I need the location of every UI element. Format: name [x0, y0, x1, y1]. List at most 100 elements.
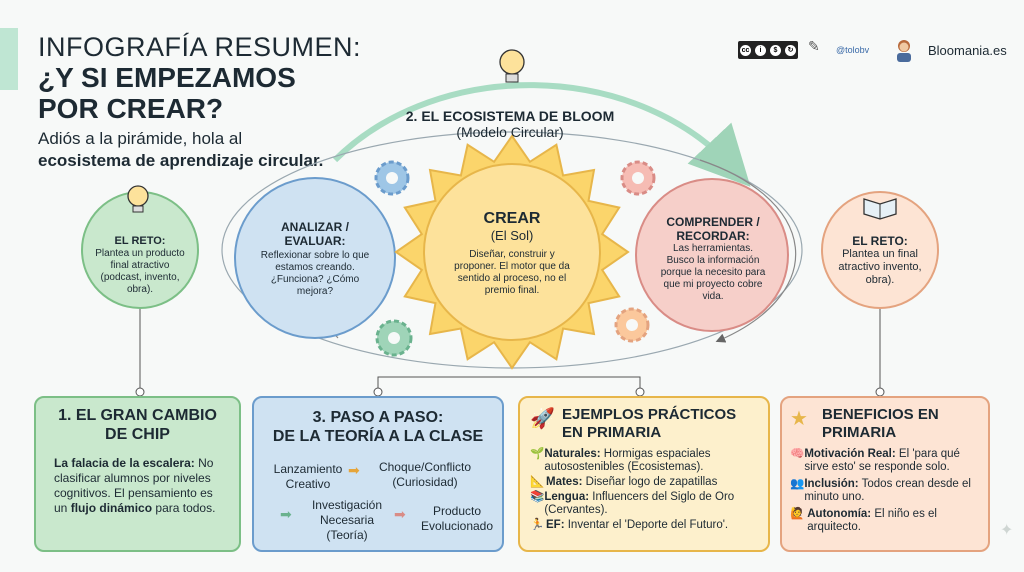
title-line3: POR CREAR?: [38, 93, 224, 124]
box1-bold2: flujo dinámico: [70, 501, 153, 515]
box1-title-line1: 1. EL GRAN CAMBIO: [58, 407, 217, 424]
pencil-icon: ✎: [808, 38, 820, 54]
benefit-label: Autonomía:: [807, 508, 872, 520]
reto-right: EL RETO: Plantea un final atractivo inve…: [836, 235, 924, 287]
reto-right-text: Plantea un final atractivo invento, obra…: [838, 248, 922, 286]
subtitle-line1: Adiós a la pirámide, hola al: [38, 129, 243, 148]
star-icon: ★: [790, 408, 808, 430]
example-text: Influencers del Siglo de Oro (Cervantes)…: [544, 491, 735, 516]
nc-icon: $: [770, 44, 781, 56]
example-text: Inventar el 'Deporte del Futuro'.: [567, 519, 729, 531]
reto-left-title: EL RETO:: [114, 235, 166, 247]
ecosystem-subtitle: (Modelo Circular): [456, 124, 564, 140]
example-text: Diseñar logo de zapatillas: [585, 476, 718, 488]
head-icon: 🧠: [790, 448, 805, 460]
benefit-text: El niño es el arquitecto.: [807, 508, 937, 533]
site-name[interactable]: Bloomania.es: [928, 43, 1007, 58]
lightbulb-icon-top: [499, 49, 525, 83]
arrow-right-icon-3: ➡: [394, 506, 406, 522]
box1-bold: La falacia de la escalera:: [54, 456, 195, 470]
box1-text2: para todos.: [155, 501, 216, 515]
person-icon: 🙋: [790, 508, 805, 520]
analizar-text: Reflexionar sobre lo que estamos creando…: [260, 250, 370, 297]
crear-subtitle: (El Sol): [490, 228, 534, 243]
analizar: ANALIZAR / EVALUAR: Reflexionar sobre lo…: [258, 220, 372, 298]
box2-title: 3. PASO A PASO: DE LA TEORÍA A LA CLASE: [254, 408, 502, 446]
title-line1: INFOGRAFÍA RESUMEN:: [38, 32, 362, 62]
example-naturales: 🌱Naturales: Hormigas espaciales autosost…: [530, 448, 766, 474]
box-paso-a-paso: 3. PASO A PASO: DE LA TEORÍA A LA CLASE L…: [252, 396, 504, 552]
step-investigacion-b: (Teoría): [326, 528, 368, 542]
crear-sun: [394, 134, 630, 370]
subtitle-line2: ecosistema de aprendizaje circular.: [38, 151, 324, 170]
lightbulb-icon-left: [127, 185, 149, 213]
ruler-icon: 📐: [530, 476, 545, 488]
subtitle: Adiós a la pirámide, hola al ecosistema …: [38, 128, 358, 172]
author-handle[interactable]: @tolobv: [836, 45, 870, 55]
box1-text1: No clasificar alumnos por niveles cognit…: [54, 456, 214, 515]
comprender-title: COMPRENDER / RECORDAR:: [666, 215, 760, 243]
benefit-autonomia: 🙋Autonomía: El niño es el arquitecto.: [790, 508, 986, 534]
crear-text: Diseñar, construir y proponer. El motor …: [454, 249, 570, 296]
cc-icon: cc: [740, 44, 751, 56]
example-mates: 📐Mates: Diseñar logo de zapatillas: [530, 476, 766, 489]
box1-body: La falacia de la escalera: No clasificar…: [54, 456, 229, 516]
step-choque: Choque/Conflicto(Curiosidad): [370, 460, 480, 490]
box2-title-line2: DE LA TEORÍA A LA CLASE: [272, 428, 484, 445]
sa-icon: ↻: [785, 44, 796, 56]
box2-title-line1: 3. PASO A PASO:: [312, 409, 444, 426]
sparkle-icon: ✦: [1000, 522, 1014, 539]
step-lanzamiento: Lanzamiento Creativo: [273, 462, 343, 491]
rocket-icon: 🚀: [530, 408, 555, 430]
benefit-inclusion: 👥Inclusión: Todos crean desde el minuto …: [790, 478, 986, 504]
example-ef: 🏃EF: Inventar el 'Deporte del Futuro'.: [530, 519, 766, 532]
comprender: COMPRENDER / RECORDAR: Las herramientas.…: [660, 215, 766, 303]
reto-right-circle: [821, 191, 939, 309]
analizar-title: ANALIZAR / EVALUAR:: [281, 220, 349, 248]
title-main: ¿Y SI EMPEZAMOS POR CREAR?: [38, 62, 338, 124]
accent-bar: [0, 28, 18, 90]
crear-title: CREAR: [483, 210, 541, 227]
gear-small-3: [620, 160, 656, 196]
step-producto: Producto Evolucionado: [420, 504, 494, 533]
title-line2: ¿Y SI EMPEZAMOS: [38, 62, 296, 93]
box4-title-line1: BENEFICIOS EN: [822, 406, 939, 423]
example-label: Mates:: [546, 476, 583, 488]
reto-left: EL RETO: Plantea un producto final atrac…: [92, 235, 188, 296]
step-choque-b: (Curiosidad): [392, 475, 458, 489]
benefit-text: Todos crean desde el minuto uno.: [804, 478, 971, 503]
step-choque-a: Choque/Conflicto: [378, 460, 472, 474]
avatar: [897, 40, 911, 62]
comprender-text: Las herramientas. Busco la información p…: [660, 243, 766, 302]
reto-left-text: Plantea un producto final atractivo (pod…: [95, 248, 185, 295]
gear-small-4: [614, 307, 650, 343]
gear-small-2: [375, 319, 413, 357]
example-label: Naturales:: [544, 448, 601, 460]
gear-small-1: [374, 160, 410, 196]
box3-title-line2: EN PRIMARIA: [562, 424, 662, 441]
book-icon: [863, 198, 897, 220]
reto-right-title: EL RETO:: [852, 234, 908, 248]
example-text: Hormigas espaciales autosostenibles (Eco…: [544, 448, 711, 473]
box4-list: 🧠Motivación Real: El 'para qué sirve est…: [790, 448, 986, 534]
benefit-text: El 'para qué sirve esto' se responde sol…: [804, 448, 960, 473]
ecosystem-title: 2. EL ECOSISTEMA DE BLOOM: [405, 108, 615, 124]
benefit-label: Motivación Real:: [804, 448, 896, 460]
arrow-right-icon-2: ➡: [280, 506, 292, 522]
crear: CREAR (El Sol) Diseñar, construir y prop…: [450, 210, 574, 297]
box4-title-line2: PRIMARIA: [822, 424, 897, 441]
group-icon: 👥: [790, 478, 805, 490]
books-icon: 📚: [530, 491, 545, 503]
sprout-icon: 🌱: [530, 448, 545, 460]
step-investigacion-a: Investigación Necesaria: [311, 498, 383, 527]
step-investigacion: Investigación Necesaria(Teoría): [302, 498, 392, 543]
analizar-gear: [234, 177, 396, 339]
